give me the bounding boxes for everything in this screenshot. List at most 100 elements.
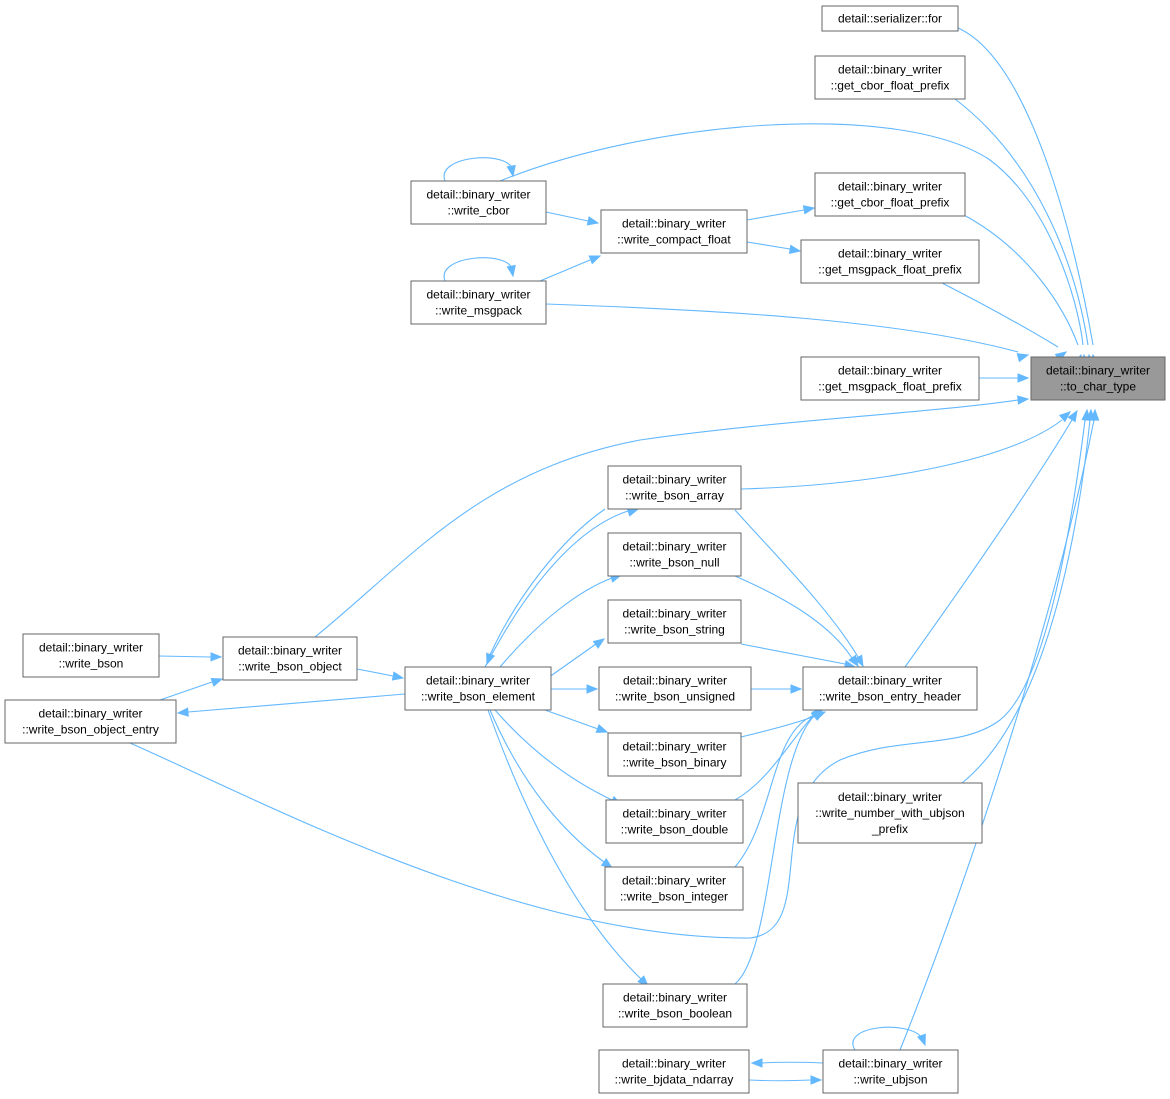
node-box (814, 172, 966, 217)
node-box (604, 866, 744, 911)
graph-node-n8[interactable]: detail::binary_writer::get_msgpack_float… (800, 356, 980, 401)
node-label: detail::binary_writer (838, 674, 942, 688)
graph-node-n23[interactable]: detail::binary_writer::write_bjdata_ndar… (598, 1049, 750, 1094)
node-box (607, 532, 742, 577)
arrowhead-icon (848, 654, 859, 668)
edge-n17-to-n13 (159, 681, 213, 701)
node-label: detail::binary_writer (838, 180, 942, 194)
arrowhead-icon (750, 1058, 763, 1068)
graph-node-n19[interactable]: detail::binary_writer::write_bson_double (605, 799, 744, 844)
node-label: detail::binary_writer (838, 247, 942, 261)
graph-node-n2[interactable]: detail::binary_writer::get_cbor_float_pr… (814, 55, 966, 100)
edge-n12-to-n13 (158, 655, 212, 658)
node-label: detail::binary_writer (622, 1057, 726, 1071)
node-label: ::get_cbor_float_prefix (831, 79, 950, 93)
edge-n13-to-n0 (314, 399, 1019, 638)
node-label: ::write_bson_element (421, 690, 536, 704)
node-label: detail::binary_writer (623, 991, 727, 1005)
node-label: detail::binary_writer (838, 1057, 942, 1071)
edge-n10-to-n16 (734, 575, 853, 659)
arrowhead-icon (588, 255, 602, 265)
graph-node-n5[interactable]: detail::binary_writer::get_cbor_float_pr… (814, 172, 966, 217)
arrowhead-icon (586, 216, 600, 226)
node-label: ::to_char_type (1060, 380, 1136, 394)
graph-node-n15[interactable]: detail::binary_writer::write_bson_unsign… (598, 666, 752, 711)
node-label: detail::binary_writer (622, 473, 726, 487)
node-label: ::write_bson_integer (620, 890, 728, 904)
arrowhead-icon (916, 1033, 926, 1047)
node-label: detail::binary_writer (622, 740, 726, 754)
graph-node-n13[interactable]: detail::binary_writer::write_bson_object (222, 636, 358, 681)
graph-node-n12[interactable]: detail::binary_writer::write_bson (22, 633, 160, 678)
node-label: ::write_bson_array (625, 489, 724, 503)
arrowhead-icon (1017, 373, 1030, 383)
node-box (600, 209, 748, 254)
graph-node-n22[interactable]: detail::binary_writer::write_bson_boolea… (602, 983, 748, 1028)
arrowhead-icon (506, 264, 516, 278)
edge-n3-to-n3 (443, 157, 513, 182)
graph-node-n20[interactable]: detail::binary_writer::write_number_with… (797, 782, 983, 844)
graph-node-n24[interactable]: detail::binary_writer::write_ubjson (822, 1049, 959, 1094)
edge-n24-to-n23 (761, 1061, 824, 1064)
graph-node-n6[interactable]: detail::binary_writer::get_msgpack_float… (800, 239, 980, 284)
node-label: ::write_bson_object_entry (22, 723, 159, 737)
edge-n3-to-n0 (499, 123, 1084, 346)
node-label: ::write_bson_string (624, 623, 725, 637)
node-label: ::write_bson (59, 657, 124, 671)
edges-layer (129, 27, 1100, 1085)
node-label: ::write_bson_object (238, 660, 342, 674)
arrowhead-icon (1067, 409, 1078, 423)
graph-node-n14[interactable]: detail::binary_writer::write_bson_elemen… (404, 666, 552, 711)
edge-n14-to-n11 (544, 643, 597, 681)
graph-node-n10[interactable]: detail::binary_writer::write_bson_null (607, 532, 742, 577)
arrowhead-icon (811, 709, 823, 721)
graph-node-n3[interactable]: detail::binary_writer::write_cbor (410, 180, 547, 225)
edge-n20-to-n0 (961, 419, 1091, 784)
arrowhead-icon (1058, 411, 1072, 423)
graph-node-n4[interactable]: detail::binary_writer::write_compact_flo… (600, 209, 748, 254)
node-box (222, 636, 358, 681)
edge-n14-to-n9 (489, 508, 606, 656)
node-box (814, 55, 966, 100)
edge-n5-to-n0 (961, 213, 1079, 346)
node-label: ::write_bson_entry_header (819, 690, 961, 704)
node-label: detail::binary_writer (238, 644, 342, 658)
graph-node-n21[interactable]: detail::binary_writer::write_bson_intege… (604, 866, 744, 911)
edge-n22-to-n16 (734, 714, 816, 985)
graph-node-n11[interactable]: detail::binary_writer::write_bson_string (607, 599, 742, 644)
graph-node-n9[interactable]: detail::binary_writer::write_bson_array (607, 465, 742, 510)
node-label: ::write_number_with_ubjson (815, 806, 964, 820)
edge-n2-to-n0 (954, 98, 1089, 346)
arrowhead-icon (1089, 408, 1100, 421)
edge-n9-to-n14 (484, 510, 629, 668)
graph-node-n0[interactable]: detail::binary_writer::to_char_type (1030, 356, 1166, 401)
graph-node-n7[interactable]: detail::binary_writer::write_msgpack (410, 280, 547, 325)
node-box (404, 666, 552, 711)
node-box (410, 280, 547, 325)
arrowhead-icon (210, 652, 223, 662)
graph-node-n1[interactable]: detail::serializer::for (821, 5, 959, 32)
graph-node-n16[interactable]: detail::binary_writer::write_bson_entry_… (802, 666, 978, 711)
node-box (22, 633, 160, 678)
node-label: detail::binary_writer (622, 217, 726, 231)
edge-n14-to-n17 (187, 693, 406, 713)
arrowhead-icon (1016, 353, 1030, 363)
node-label: ::write_bson_boolean (618, 1007, 732, 1021)
node-label: ::write_bson_double (621, 823, 729, 837)
graph-node-n18[interactable]: detail::binary_writer::write_bson_binary (607, 732, 742, 777)
graph-node-n17[interactable]: detail::binary_writer::write_bson_object… (4, 699, 177, 744)
edge-n4-to-n6 (746, 241, 791, 250)
edge-n18-to-n16 (740, 715, 816, 738)
node-label: ::write_compact_float (617, 233, 731, 247)
edge-n14-to-n18 (544, 709, 599, 730)
node-box (598, 666, 752, 711)
edge-n14-to-n10 (499, 577, 613, 668)
node-label: detail::binary_writer (838, 364, 942, 378)
edge-n7-to-n0 (545, 303, 1019, 353)
arrowhead-icon (802, 205, 816, 215)
node-label: ::write_cbor (447, 204, 509, 218)
edge-n6-to-n0 (941, 282, 1059, 348)
node-box (800, 239, 980, 284)
node-box (410, 180, 547, 225)
node-label: ::write_bson_binary (622, 756, 726, 770)
